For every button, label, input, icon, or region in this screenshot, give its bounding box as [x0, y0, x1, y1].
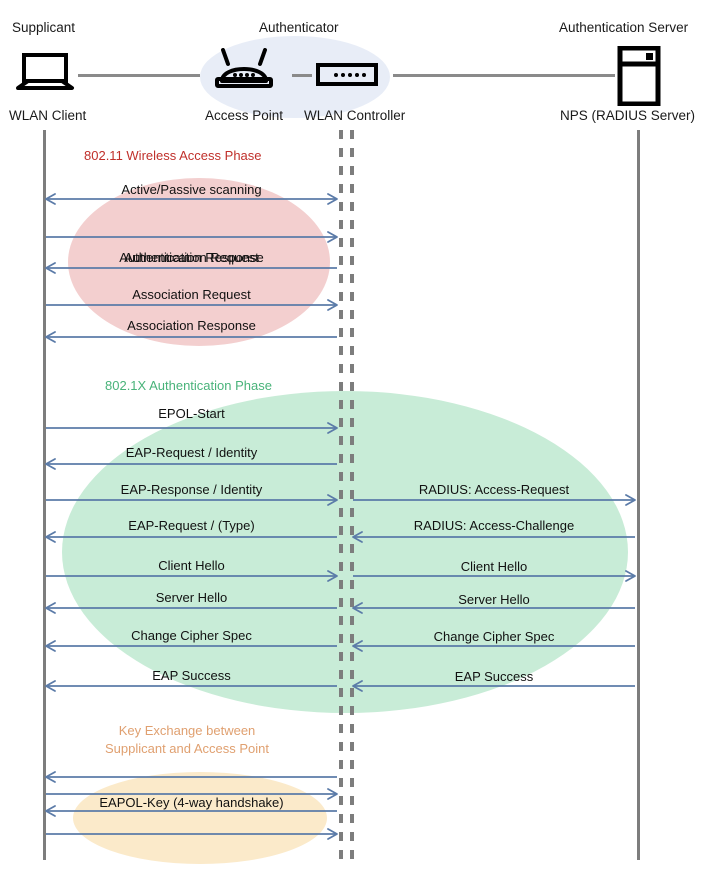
- role-label-authenticator: Authenticator: [259, 20, 339, 35]
- phase-title-802-1x: 802.1X Authentication Phase: [105, 378, 272, 393]
- msg-eap-response-identity-arrow: [46, 494, 338, 506]
- wireless-router-icon: [214, 48, 274, 95]
- msg-client-hello-right-label: Client Hello: [460, 559, 528, 574]
- msg-change-cipher-spec-right-arrow: [352, 640, 635, 652]
- laptop-icon: [14, 52, 76, 97]
- msg-change-cipher-spec-right-label: Change Cipher Spec: [433, 629, 555, 644]
- phase-title-802-11: 802.11 Wireless Access Phase: [84, 148, 262, 163]
- msg-eap-request-identity-label: EAP-Request / Identity: [125, 445, 258, 460]
- msg-active-passive-scanning-label: Active/Passive scanning: [121, 182, 262, 197]
- role-label-authentication-server: Authentication Server: [559, 20, 689, 35]
- phase-blob-802-1x: [62, 391, 628, 713]
- wire-controller-to-server: [393, 74, 615, 77]
- msg-eapol-key-2-arrow: [46, 788, 338, 800]
- lifeline-authentication-server: [637, 130, 640, 860]
- msg-radius-access-challenge-label: RADIUS: Access-Challenge: [413, 518, 575, 533]
- msg-eap-request-identity-arrow: [45, 458, 337, 470]
- msg-radius-access-challenge-arrow: [352, 531, 635, 543]
- node-label-access-point: Access Point: [205, 108, 284, 123]
- lifeline-supplicant: [43, 130, 46, 860]
- phase-title-key-exchange-line1: Key Exchange between: [118, 723, 256, 738]
- msg-server-hello-left-arrow: [45, 602, 337, 614]
- msg-authentication-response-label: Authentication Response: [119, 250, 264, 265]
- msg-eap-success-left-arrow: [45, 680, 337, 692]
- server-tower-icon: [617, 45, 661, 111]
- msg-radius-access-request-label: RADIUS: Access-Request: [418, 482, 570, 497]
- wire-ap-to-controller: [292, 74, 312, 77]
- msg-client-hello-left-label: Client Hello: [158, 558, 225, 573]
- msg-association-response-arrow: [45, 331, 337, 343]
- node-label-nps-radius-server: NPS (RADIUS Server): [560, 108, 696, 123]
- msg-active-passive-scanning-arrow: [45, 193, 338, 205]
- lifeline-wlan-controller: [350, 130, 354, 860]
- msg-change-cipher-spec-left-arrow: [45, 640, 337, 652]
- msg-client-hello-right-arrow: [353, 570, 636, 582]
- msg-eapol-key-3-label: EAPOL-Key (4-way handshake): [99, 795, 284, 810]
- phase-blob-key-exchange: [73, 772, 327, 864]
- msg-server-hello-left-label: Server Hello: [155, 590, 228, 605]
- msg-eapol-key-3-arrow: [45, 805, 337, 817]
- msg-eap-request-type-arrow: [45, 531, 337, 543]
- msg-eap-success-right-label: EAP Success: [454, 669, 534, 684]
- msg-epol-start-label: EPOL-Start: [158, 406, 225, 421]
- msg-server-hello-right-label: Server Hello: [458, 592, 530, 607]
- role-label-supplicant: Supplicant: [12, 20, 76, 35]
- msg-association-response-label: Association Response: [127, 318, 256, 333]
- msg-eapol-key-4-arrow: [46, 828, 338, 840]
- msg-radius-access-request-arrow: [353, 494, 636, 506]
- msg-authentication-response-arrow: [45, 262, 337, 274]
- msg-authentication-request-arrow: [46, 231, 338, 243]
- phase-title-key-exchange-line2: Supplicant and Access Point: [104, 741, 270, 756]
- msg-epol-start-arrow: [46, 422, 338, 434]
- msg-eap-response-identity-label: EAP-Response / Identity: [120, 482, 263, 497]
- msg-eap-success-left-label: EAP Success: [152, 668, 231, 683]
- msg-eap-success-right-arrow: [352, 680, 635, 692]
- msg-eap-request-type-label: EAP-Request / (Type): [128, 518, 255, 533]
- msg-eapol-key-1-arrow: [45, 771, 337, 783]
- lifeline-access-point: [339, 130, 343, 860]
- network-switch-icon: [316, 62, 378, 92]
- msg-server-hello-right-arrow: [352, 602, 635, 614]
- msg-client-hello-left-arrow: [46, 570, 338, 582]
- msg-change-cipher-spec-left-label: Change Cipher Spec: [131, 628, 252, 643]
- node-label-wlan-client: WLAN Client: [9, 108, 87, 123]
- wire-client-to-ap: [78, 74, 200, 77]
- msg-authentication-request-label: Authentication Request: [124, 250, 259, 265]
- msg-association-request-arrow: [46, 299, 338, 311]
- msg-association-request-label: Association Request: [132, 287, 251, 302]
- node-label-wlan-controller: WLAN Controller: [304, 108, 406, 123]
- phase-blob-802-11: [68, 178, 330, 346]
